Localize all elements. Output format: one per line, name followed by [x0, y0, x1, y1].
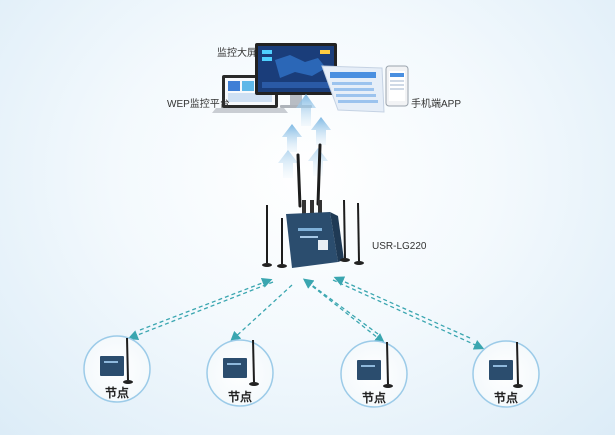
lora-node-icon — [489, 341, 523, 388]
node-2 — [206, 339, 274, 407]
web-platform-label: WEP监控平台 — [167, 99, 230, 110]
node-label: 节点 — [227, 390, 252, 404]
lora-gateway-icon — [262, 143, 364, 268]
big-screen-label: 监控大屏 — [217, 48, 257, 59]
node-1 — [83, 335, 151, 403]
gateway-label: USR-LG220 — [372, 241, 427, 252]
smartphone-icon — [385, 65, 409, 107]
mobile-app-label: 手机端APP — [411, 99, 462, 110]
node-label: 节点 — [493, 391, 518, 405]
node-label: 节点 — [361, 391, 386, 405]
node-label: 节点 — [104, 386, 129, 400]
monitor-icon — [255, 43, 337, 108]
lora-node-icon — [223, 339, 259, 386]
lora-node-icon — [100, 337, 133, 384]
wireless-links — [127, 276, 485, 350]
dashboard-panel-icon — [321, 65, 385, 113]
lora-node-icon — [357, 341, 393, 388]
node-3 — [340, 340, 408, 408]
node-4 — [472, 340, 540, 408]
